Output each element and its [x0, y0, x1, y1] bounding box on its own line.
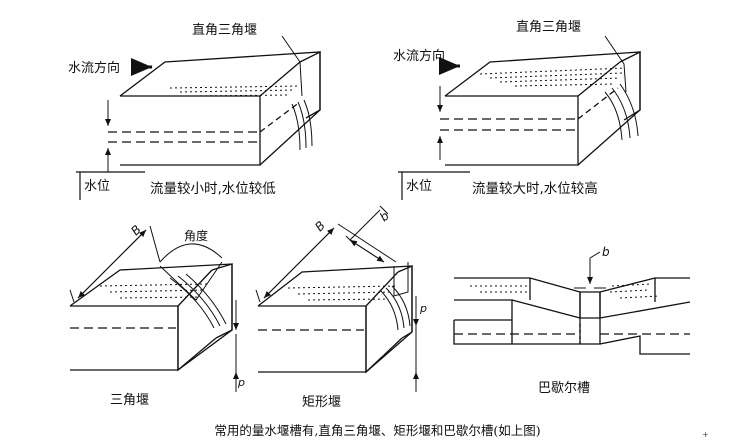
level-gauge	[398, 171, 470, 200]
weir-plate	[211, 263, 233, 339]
corner-mark: +	[702, 430, 709, 439]
height-label-tri: p	[237, 376, 245, 389]
panel-low-flow	[76, 35, 321, 200]
panel-triangular-weir	[69, 225, 239, 392]
panel-high-flow	[398, 35, 641, 200]
angle-label: 角度	[184, 228, 208, 243]
width-label-rect: B	[312, 218, 328, 234]
throat-label: b	[602, 245, 610, 259]
width-label-tri: B	[128, 222, 144, 238]
level-label-high: 水位	[406, 179, 432, 194]
condition-low: 流量较小时,水位较低	[150, 181, 276, 197]
flow-label-high: 水流方向	[393, 48, 445, 64]
nappe	[379, 285, 411, 331]
notch-label-rect: b	[377, 208, 392, 224]
flow-label-low: 水流方向	[68, 60, 120, 76]
weir-label-low: 直角三角堰	[192, 23, 257, 38]
height-label-rect: p	[419, 302, 427, 315]
condition-high: 流量较大时,水位较高	[472, 180, 598, 197]
weir-plate	[299, 50, 321, 119]
nappe	[604, 83, 639, 141]
channel-outline	[445, 95, 579, 166]
figure-caption: 常用的量水堰槽有,直角三角堰、矩形堰和巴歇尔槽(如上图)	[214, 423, 541, 438]
throat	[579, 292, 601, 318]
level-label-low: 水位	[84, 179, 110, 194]
flume-outline	[454, 277, 690, 293]
nappe	[169, 273, 227, 329]
name-triangular-weir: 三角堰	[110, 393, 149, 408]
weir-plate	[397, 265, 413, 339]
weir-label-high: 直角三角堰	[516, 20, 581, 35]
channel-outline	[120, 95, 261, 166]
angle-arc	[159, 243, 223, 263]
panel-parshall-flume	[453, 251, 691, 355]
channel-outline	[258, 305, 367, 373]
weir-plate	[619, 50, 641, 121]
panel-rectangular-weir	[255, 205, 419, 392]
name-rectangular-weir: 矩形堰	[302, 395, 341, 410]
nappe	[291, 99, 313, 151]
channel-outline	[70, 305, 179, 371]
name-parshall-flume: 巴歇尔槽	[538, 381, 590, 396]
level-gauge	[76, 171, 145, 200]
